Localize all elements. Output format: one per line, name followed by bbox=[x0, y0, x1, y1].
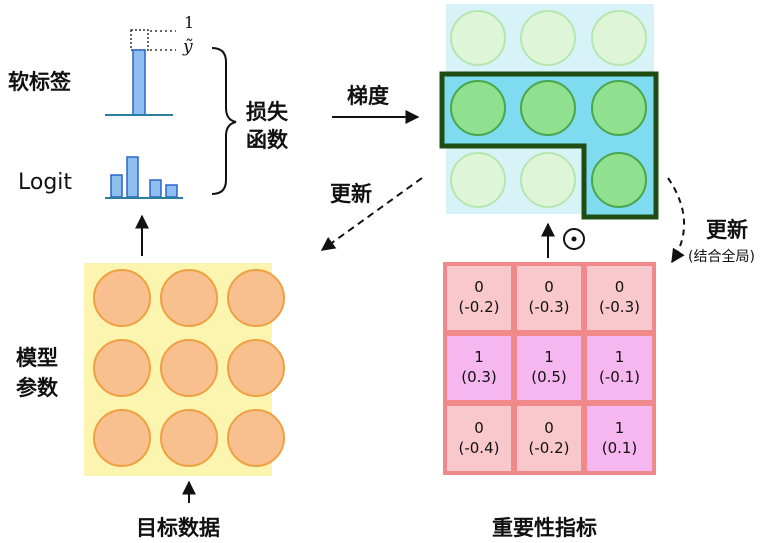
model-params-grid bbox=[84, 263, 285, 476]
target-data-label: 目标数据 bbox=[136, 516, 220, 540]
gradient-circle-faded bbox=[591, 10, 647, 66]
param-circle bbox=[227, 269, 285, 327]
importance-cell bbox=[587, 266, 652, 330]
importance-grid bbox=[443, 262, 656, 475]
gradient-circle-faded bbox=[450, 10, 506, 66]
model-params-label-line1: 模型 bbox=[16, 346, 58, 370]
importance-cell bbox=[447, 266, 511, 330]
importance-cell-value: 1(0.5) bbox=[531, 348, 567, 386]
importance-cell-value: 0(-0.3) bbox=[528, 278, 570, 316]
gradient-circle-active bbox=[520, 80, 576, 136]
soft-label-dotted-cap bbox=[130, 29, 149, 51]
hadamard-operator-dot bbox=[571, 236, 577, 242]
gradient-circle-faded bbox=[450, 152, 506, 208]
logit-bar-chart bbox=[105, 156, 183, 199]
importance-cell bbox=[517, 266, 581, 330]
gradient-grid bbox=[439, 4, 659, 220]
update-params-label: 更新 bbox=[330, 182, 372, 206]
gradient-circle-faded bbox=[520, 152, 576, 208]
importance-cell-value: 1(0.1) bbox=[601, 419, 638, 457]
param-circle bbox=[160, 269, 218, 327]
soft-label-bar-chart bbox=[105, 29, 176, 116]
importance-cell-value: 0(-0.2) bbox=[528, 419, 570, 457]
gradient-circle-faded bbox=[520, 10, 576, 66]
param-circle bbox=[160, 339, 218, 397]
update-global-sublabel: (结合全局) bbox=[688, 249, 755, 265]
param-circle bbox=[93, 339, 151, 397]
soft-label-one-mark: 1 bbox=[184, 13, 195, 32]
model-params-label-line2: 参数 bbox=[16, 376, 58, 400]
logit-bar bbox=[149, 179, 162, 198]
param-circle bbox=[160, 409, 218, 467]
gradient-circle-active bbox=[591, 152, 647, 208]
importance-metric-label: 重要性指标 bbox=[492, 516, 597, 540]
arrow-update-params bbox=[320, 177, 423, 251]
param-circle bbox=[227, 339, 285, 397]
importance-cell bbox=[587, 336, 652, 400]
arrow-update-importance bbox=[667, 177, 685, 264]
importance-cell-value: 1(-0.1) bbox=[599, 348, 640, 386]
importance-cell-value: 0(-0.2) bbox=[458, 278, 500, 316]
logit-bar bbox=[126, 156, 139, 198]
param-circle bbox=[93, 409, 151, 467]
importance-cell bbox=[587, 406, 652, 471]
curly-bracket bbox=[211, 47, 237, 195]
importance-cell-value: 1(0.3) bbox=[461, 348, 497, 386]
importance-cell-value: 0(-0.3) bbox=[599, 278, 640, 316]
logit-bar bbox=[165, 184, 178, 198]
gradient-circle-active bbox=[450, 80, 506, 136]
soft-label-ytilde-mark: ỹ bbox=[183, 37, 193, 57]
importance-cell bbox=[517, 406, 581, 471]
importance-cell bbox=[447, 336, 511, 400]
importance-cell bbox=[447, 406, 511, 471]
gradient-label: 梯度 bbox=[347, 84, 389, 108]
importance-cell bbox=[517, 336, 581, 400]
logit-title: Logit bbox=[18, 170, 73, 195]
loss-function-label-line2: 函数 bbox=[246, 128, 288, 152]
logit-bar bbox=[110, 174, 123, 198]
soft-label-bar bbox=[132, 49, 146, 116]
importance-cell-value: 0(-0.4) bbox=[458, 419, 500, 457]
soft-label-title: 软标签 bbox=[8, 70, 71, 94]
update-global-label: 更新 bbox=[706, 218, 748, 242]
gradient-circle-active bbox=[591, 80, 647, 136]
loss-function-label-line1: 损失 bbox=[246, 100, 288, 124]
param-circle bbox=[227, 409, 285, 467]
param-circle bbox=[93, 269, 151, 327]
